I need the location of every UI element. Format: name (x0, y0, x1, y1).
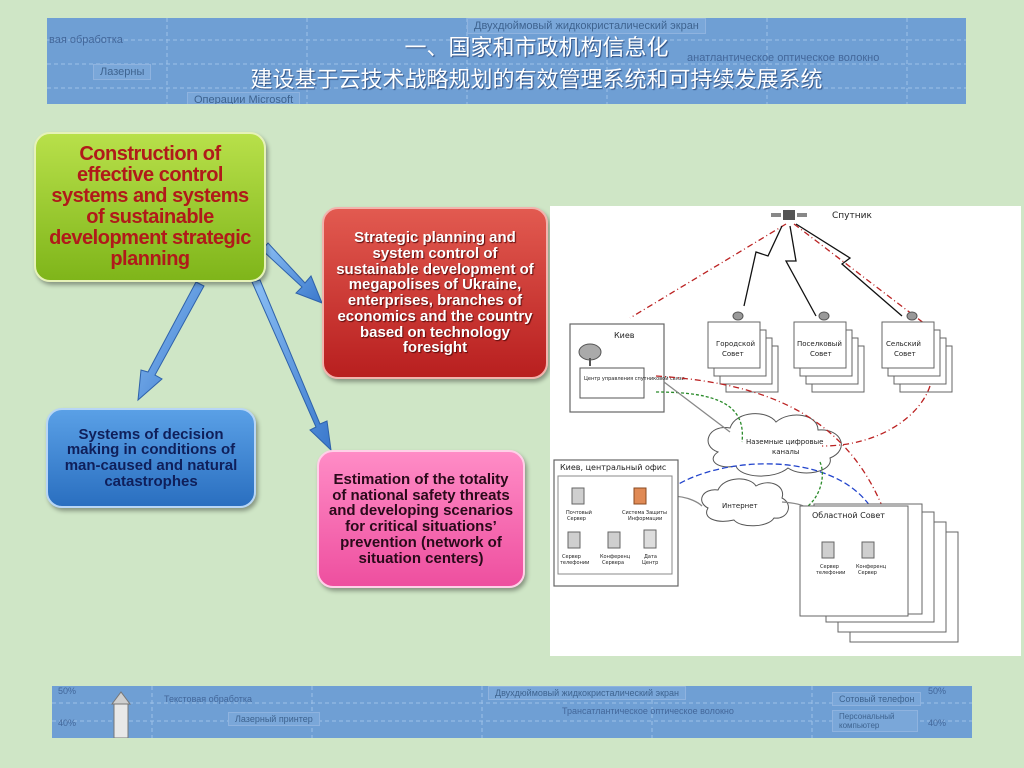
banner-bg-label: Лазерны (93, 64, 152, 80)
svg-text:Почтовый: Почтовый (566, 509, 592, 516)
arrow-to-blue-box (137, 281, 205, 402)
server-icons (567, 487, 657, 549)
svg-text:телефонии: телефонии (816, 570, 845, 576)
footer-bg-text: 40% (58, 718, 77, 728)
svg-text:Совет: Совет (894, 350, 916, 358)
kiev-office-label: Киев, центральный офис (560, 463, 666, 472)
kiev-center-box (579, 367, 645, 399)
footer-bg-label: Двухдюймовый жидкокристалический экран (488, 686, 686, 700)
central-concept-box: Construction of effective control system… (34, 132, 266, 282)
ground-channels-cloud: Наземные цифровые каналы (707, 413, 842, 477)
satellite-dish-icon (578, 343, 602, 366)
banner-bg-text: вая обработка (49, 34, 123, 46)
svg-text:Центр: Центр (642, 560, 658, 566)
kiev-label: Киев (614, 331, 635, 340)
svg-text:Интернет: Интернет (722, 502, 758, 510)
footer-bg-text: 50% (928, 686, 947, 696)
footer-bg-label: Лазерный принтер (228, 712, 320, 726)
decision-making-box: Systems of decision making in conditions… (46, 408, 256, 508)
footer-banner: 50% 40% 50% 40% Текстовая обработка Лазе… (52, 686, 972, 738)
svg-text:Сервер: Сервер (567, 516, 586, 522)
satellite-icon (771, 210, 807, 220)
tower-icon (111, 691, 131, 738)
svg-text:Сервер: Сервер (562, 554, 581, 560)
internet-cloud: Интернет (701, 478, 789, 527)
arrow-to-pink-box (251, 279, 332, 452)
footer-bg-text: Текстовая обработка (164, 694, 253, 704)
footer-bg-text: 50% (58, 686, 77, 696)
svg-text:Дата: Дата (644, 554, 657, 560)
rural-council-node: Сельский Совет (881, 321, 953, 393)
svg-text:Сельский: Сельский (886, 340, 921, 348)
network-diagram: Спутник Киев Центр управления спутниково… (550, 206, 1021, 656)
svg-text:Совет: Совет (810, 350, 832, 358)
network-diagram-svg: Спутник Киев Центр управления спутниково… (553, 210, 959, 643)
satellite-label: Спутник (832, 211, 872, 221)
svg-text:Сервера: Сервера (602, 560, 624, 566)
svg-text:Информации: Информации (628, 516, 662, 522)
safety-threats-box: Estimation of the totality of national s… (317, 450, 525, 588)
footer-bg-text: 40% (928, 718, 947, 728)
title-banner: вая обработка Лазерны Двухдюймовый жидко… (47, 18, 966, 104)
svg-text:Конференц: Конференц (856, 564, 887, 570)
page-title-line-1: 一、国家和市政机构信息化 (404, 36, 669, 61)
svg-text:Областной Совет: Областной Совет (812, 511, 885, 520)
footer-grid-decoration (52, 686, 972, 738)
banner-bg-label: Двухдюймовый жидкокристалический экран (467, 18, 706, 34)
village-council-node: Поселковый Совет (793, 321, 865, 393)
svg-text:Поселковый: Поселковый (797, 340, 842, 348)
svg-text:каналы: каналы (772, 448, 799, 456)
svg-text:Городской: Городской (716, 340, 755, 348)
footer-bg-label: Сотовый телефон (832, 692, 922, 706)
svg-text:Наземные цифровые: Наземные цифровые (746, 438, 823, 446)
banner-bg-text: анатлантическое оптическое волокно (687, 52, 880, 64)
banner-bg-label: Операции Microsoft (187, 92, 301, 104)
regional-council-node: Областной Совет Сервер телефонии Конфере… (799, 503, 959, 643)
svg-text:Совет: Совет (722, 350, 744, 358)
footer-bg-label: Персональный компьютер (832, 710, 918, 732)
svg-text:Система Защиты: Система Защиты (622, 510, 667, 516)
footer-bg-text: Трансатлантическое оптическое волокно (562, 706, 734, 716)
arrow-to-red-box (261, 242, 323, 304)
strategic-planning-box: Strategic planning and system control of… (322, 207, 548, 379)
kiev-center-label: Центр управления спутниковой связи (584, 375, 685, 382)
council-dish-icons (732, 311, 918, 321)
svg-text:Сервер: Сервер (820, 564, 839, 570)
svg-text:телефонии: телефонии (560, 560, 589, 566)
svg-text:Конференц: Конференц (600, 554, 631, 560)
page-title-line-2: 建设基于云技术战略规划的有效管理系统和可持续发展系统 (250, 68, 823, 93)
svg-text:Сервер: Сервер (858, 570, 877, 576)
city-council-node: Городской Совет (707, 321, 779, 393)
